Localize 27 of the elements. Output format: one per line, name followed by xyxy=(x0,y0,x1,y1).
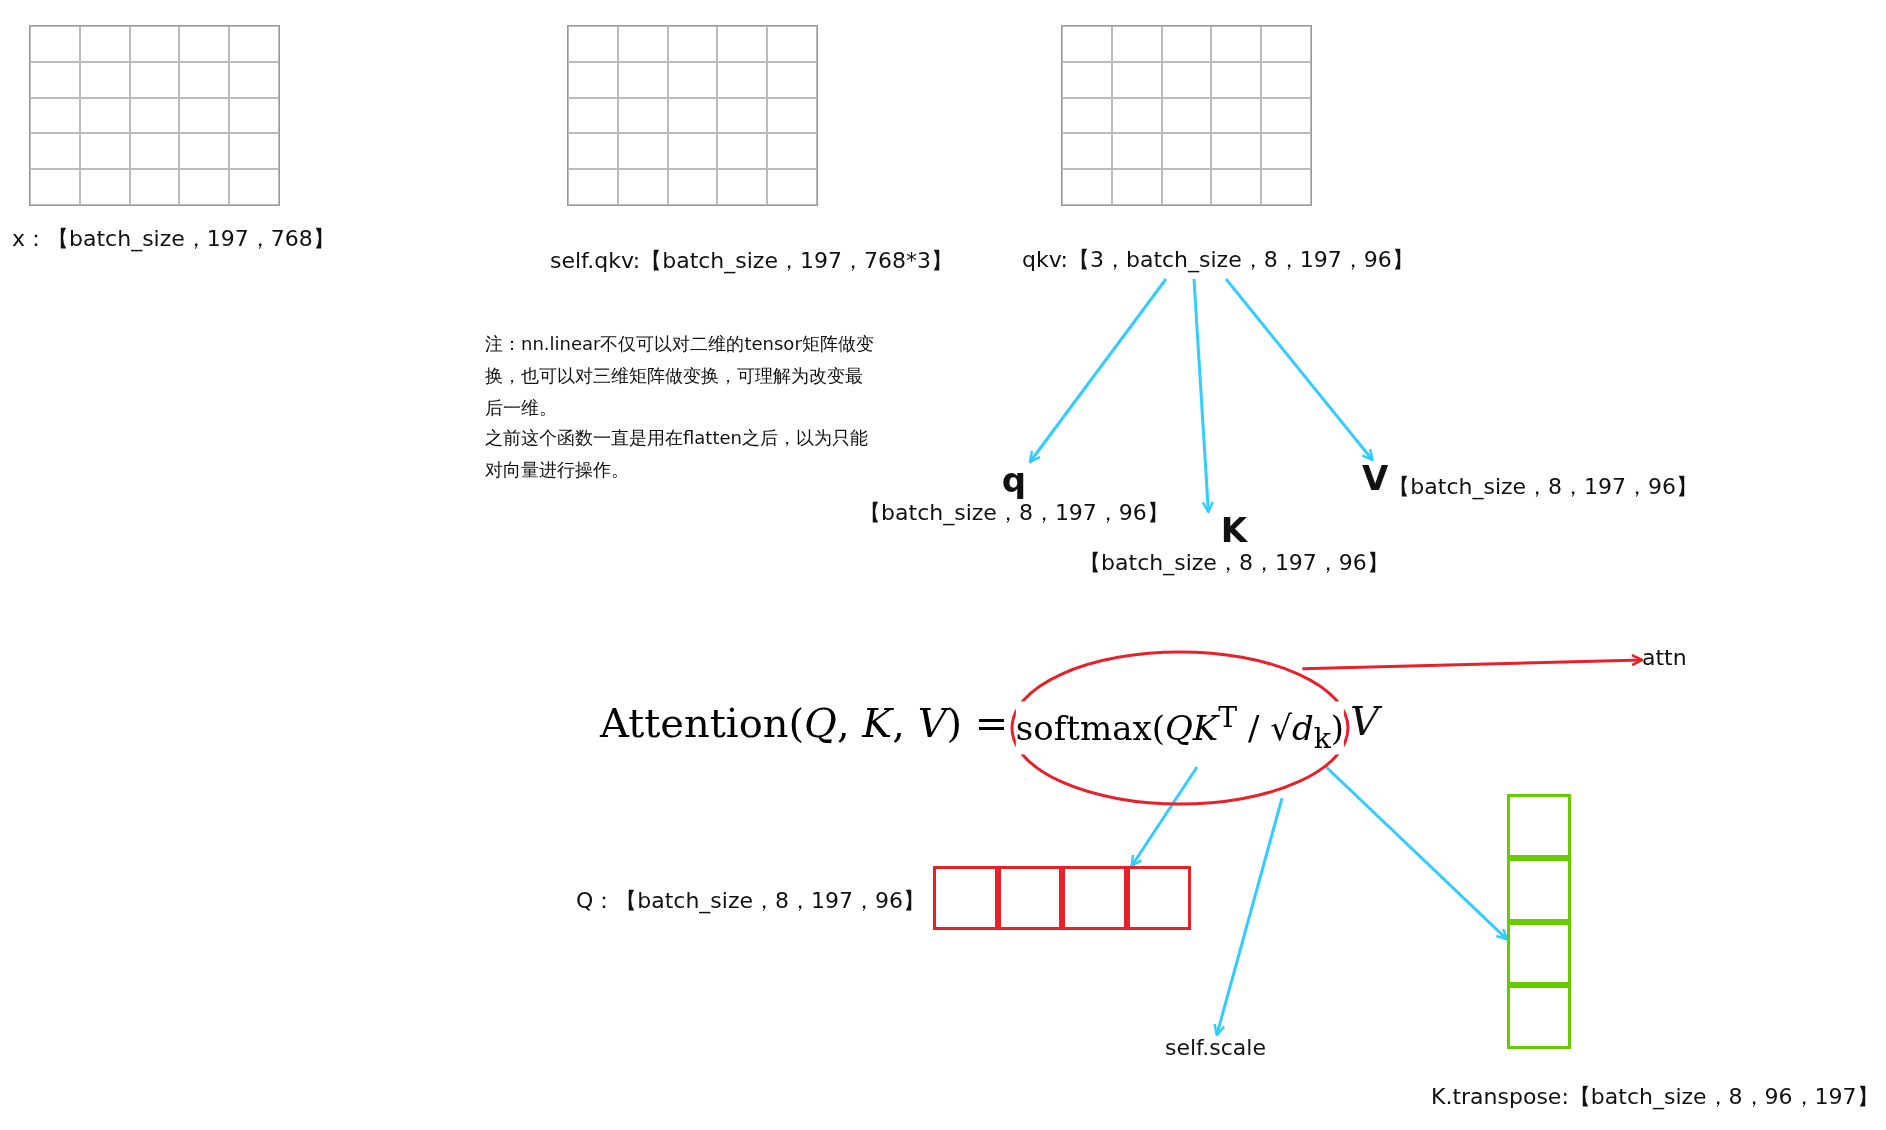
shape-caption: self.qkv:【batch_size，197，768*3】 xyxy=(550,247,953,276)
matrix-column xyxy=(1507,794,1571,1049)
note-text: 注：nn.linear不仅可以对二维的tensor矩阵做变换，也可以对三维矩阵做变换，可理解为改变最后一维。 xyxy=(485,332,875,420)
formula-part: softmax(QK$^{T}$ / √d$_{k}$) xyxy=(1015,701,1345,755)
shape-caption: 【batch_size，8，197，96】 xyxy=(1388,473,1699,502)
arrow xyxy=(1302,653,1644,671)
arrow xyxy=(1224,278,1374,462)
head-letter: V xyxy=(1362,460,1389,496)
matrix-row xyxy=(933,866,1191,930)
arrow xyxy=(1325,765,1509,941)
formula: Attention(Q, K, V) = xyxy=(600,700,1010,760)
shape-caption: K.transpose:【batch_size，8，96，197】 xyxy=(1431,1083,1879,1112)
arrow xyxy=(1028,278,1168,464)
arrow xyxy=(1213,797,1284,1037)
head-letter: q xyxy=(1001,462,1027,498)
head-letter: K xyxy=(1220,512,1248,548)
shape-caption: 【batch_size，8，197，96】 xyxy=(1079,549,1389,578)
annotation-text: self.scale xyxy=(1165,1035,1280,1067)
shape-caption: Q：【batch_size，8，197，96】 xyxy=(575,887,925,916)
shape-caption: qkv:【3，batch_size，8，197，96】 xyxy=(1022,245,1422,279)
arrow xyxy=(1192,278,1214,514)
shape-caption: 【batch_size，8，197，96】 xyxy=(859,499,1169,528)
note-text: 之前这个函数一直是用在flatten之后，以为只能对向量进行操作。 xyxy=(485,426,869,482)
arrow xyxy=(1130,766,1199,868)
annotation-text: attn xyxy=(1642,645,1702,679)
highlight-ellipse xyxy=(1010,650,1350,806)
shape-caption: x：【batch_size，197，768】 xyxy=(12,225,335,254)
